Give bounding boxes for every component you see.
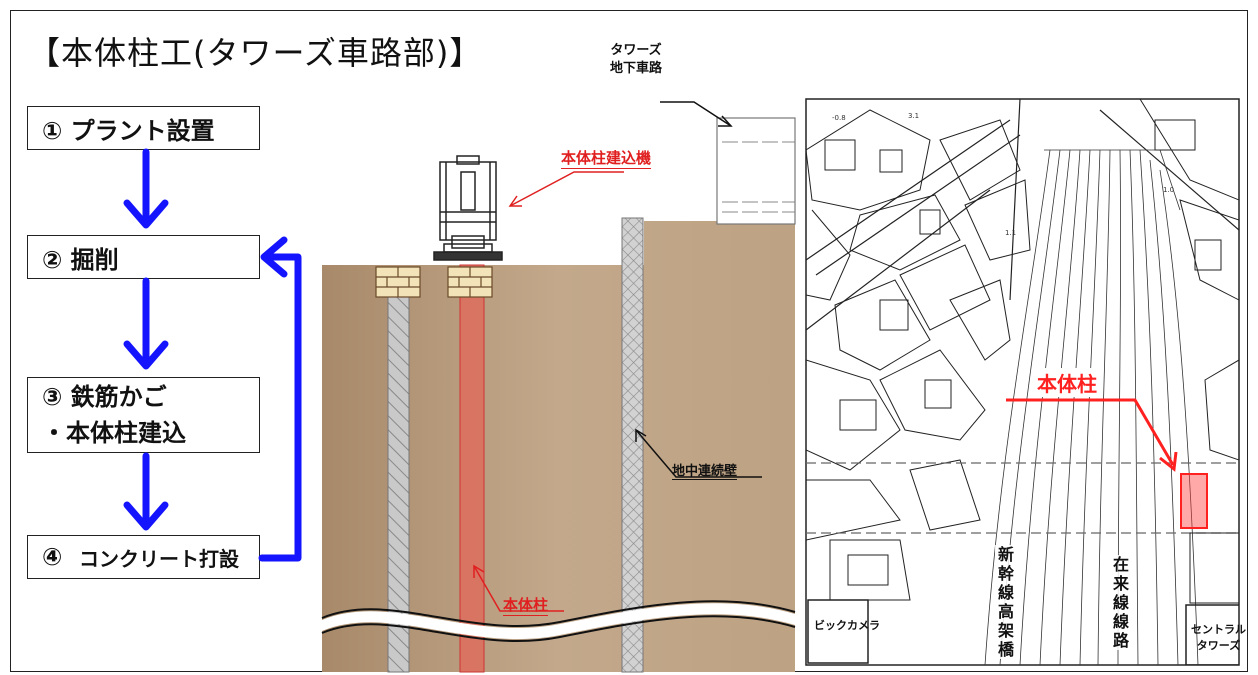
column-location-highlight: [1180, 473, 1208, 529]
step-concrete-label: コンクリート打設: [79, 546, 240, 571]
machine-label: 本体柱建込機: [561, 149, 652, 169]
map-column-label: 本体柱: [1033, 368, 1101, 397]
page-title: 【本体柱工(タワーズ車路部)】: [28, 34, 483, 72]
loop-back-arrow: [258, 236, 302, 562]
wall-label: 地中連続壁: [672, 460, 738, 480]
towers-road-structure: [716, 117, 796, 225]
towers-road-label-2: 地下車路: [610, 61, 663, 76]
step-rebar-label: ③ 鉄筋かご: [42, 383, 167, 411]
down-arrow-2: [123, 277, 169, 370]
step-excavation: ② 掘削: [27, 235, 260, 279]
towers-road-label-1: タワーズ: [610, 43, 662, 58]
ground-soil: [322, 221, 795, 672]
break-line: [321, 600, 796, 627]
step-plant-setup-label: ① プラント設置: [42, 116, 215, 145]
step-excavation-label: ② 掘削: [42, 245, 119, 274]
towers-road-leader: [660, 101, 733, 127]
spot-label-4: 1.1: [1005, 229, 1016, 237]
spot-label-3: 1.0: [1163, 186, 1174, 194]
step-plant-setup: ① プラント設置: [27, 106, 260, 150]
step-rebar-column: ③ 鉄筋かご ・本体柱建込: [27, 377, 260, 453]
column-leader: [473, 564, 564, 612]
towers-road-label: タワーズ 地下車路: [610, 42, 662, 78]
central-towers-label: セントラル タワーズ: [1191, 622, 1246, 654]
step-column-erection-label: ・本体柱建込: [42, 419, 186, 447]
main-column: [459, 264, 485, 673]
spot-label-2: 3.1: [908, 112, 919, 120]
central-towers-label-2: タワーズ: [1196, 639, 1241, 652]
step-concrete-placing: ④ コンクリート打設: [27, 535, 260, 579]
column-label: 本体柱: [503, 596, 549, 616]
column-callout-arrow: [1006, 398, 1178, 472]
machine-leader: [508, 171, 624, 207]
wall-leader: [635, 428, 762, 478]
spot-heights: -0.8 3.1 1.0 1.1: [832, 112, 1174, 237]
conventional-line-label: 在来線線路: [1110, 555, 1132, 650]
shinkansen-label: 新幹線高架橋: [995, 545, 1017, 659]
city-blocks: [806, 99, 1239, 601]
diaphragm-wall: [621, 217, 644, 673]
brick-supports: [375, 266, 493, 298]
step-concrete-num: ④: [42, 543, 63, 571]
down-arrow-3: [123, 452, 169, 531]
spot-label-1: -0.8: [832, 114, 846, 122]
down-arrow-1: [123, 148, 169, 229]
bic-camera-building: [807, 599, 869, 664]
central-towers-label-1: セントラル: [1191, 623, 1246, 636]
central-towers-building: [1185, 604, 1239, 665]
column-erection-machine: [433, 155, 503, 261]
bic-camera-label: ビックカメラ: [814, 619, 880, 632]
roads: [806, 99, 1239, 331]
